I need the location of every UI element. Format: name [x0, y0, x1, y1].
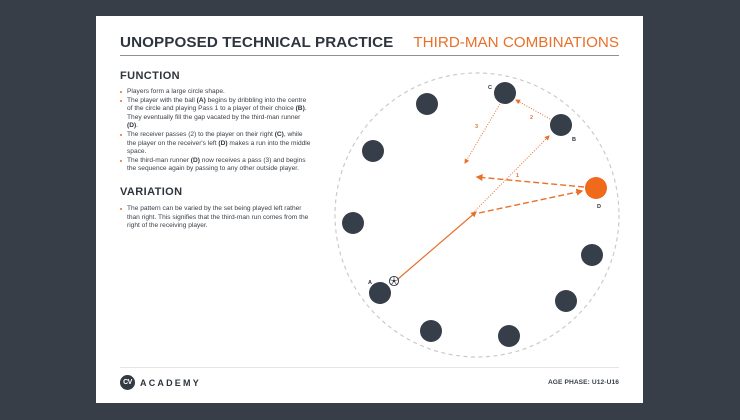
bullet-dot-icon	[120, 133, 123, 137]
function-list: Players form a large circle shape. The p…	[120, 88, 312, 174]
bullet-dot-icon	[120, 91, 123, 94]
variation-list: The pattern can be varied by the set bei…	[120, 205, 312, 231]
session-card: UNOPPOSED TECHNICAL PRACTICE THIRD-MAN C…	[96, 16, 643, 403]
header-divider	[120, 55, 619, 56]
function-bullet: Players form a large circle shape.	[120, 88, 312, 97]
footer-divider	[120, 367, 619, 368]
bullet-dot-icon	[120, 99, 123, 102]
logo-text: ACADEMY	[140, 377, 201, 388]
page-subtitle: THIRD-MAN COMBINATIONS	[413, 34, 619, 51]
page-title: UNOPPOSED TECHNICAL PRACTICE	[120, 34, 394, 51]
age-phase: AGE PHASE: U12-U16	[547, 379, 619, 386]
function-bullet: The player with the ball (A) begins by d…	[120, 97, 312, 131]
variation-heading: VARIATION	[120, 186, 183, 198]
academy-logo: CV ACADEMY	[120, 375, 201, 390]
function-bullet: The receiver passes (2) to the player on…	[120, 131, 312, 157]
function-bullet: The third-man runner (D) now receives a …	[120, 157, 312, 174]
variation-bullet: The pattern can be varied by the set bei…	[120, 205, 312, 231]
cv-logo-icon: CV	[120, 375, 135, 390]
bullet-dot-icon	[120, 159, 123, 163]
bullet-dot-icon	[120, 208, 123, 211]
function-heading: FUNCTION	[120, 70, 181, 82]
